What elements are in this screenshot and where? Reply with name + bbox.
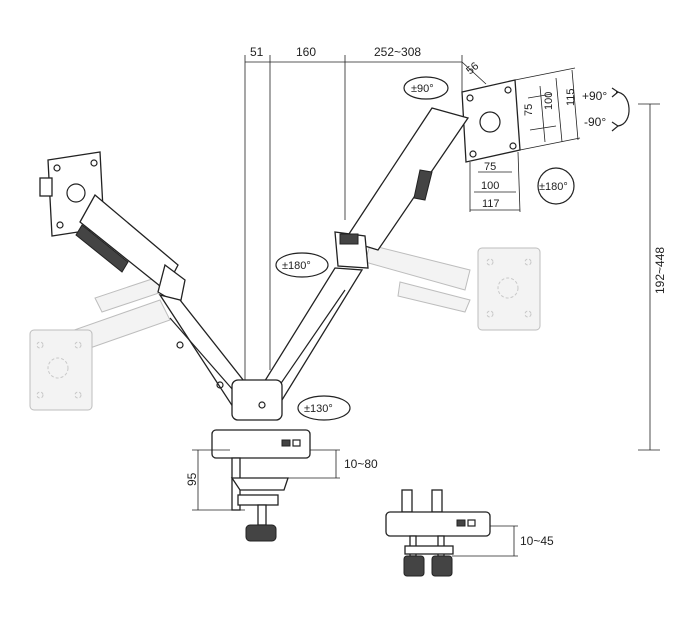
rotate-130-base-indicator — [297, 395, 351, 421]
dim-117-horizontal: 117 — [482, 198, 500, 210]
rotate-180-arm: ±180° — [282, 260, 311, 272]
rotate-180-arm-indicator — [275, 252, 329, 278]
vesa-dimension-lines — [469, 67, 581, 213]
tilt-minus-90: -90° — [584, 115, 606, 129]
dim-100-vertical: 100 — [543, 92, 555, 110]
top-dimension-lines — [244, 55, 487, 390]
base-dimension-lines — [192, 449, 340, 511]
rotate-180-right: ±180° — [539, 181, 568, 193]
dim-115-vertical: 115 — [565, 88, 577, 106]
height-dimension-line — [638, 103, 660, 451]
dim-75-horizontal: 75 — [484, 161, 496, 173]
dim-51: 51 — [250, 45, 264, 59]
dim-160: 160 — [296, 45, 316, 59]
grommet-dimension-lines — [452, 525, 518, 557]
ghost-right-arm — [364, 244, 541, 331]
dim-10-45: 10~45 — [520, 534, 554, 548]
ghost-left-arm — [29, 277, 171, 411]
dim-56: 56 — [464, 60, 481, 77]
left-upper-arm — [75, 193, 186, 307]
central-pivot — [231, 379, 283, 421]
dim-100-horizontal: 100 — [481, 180, 499, 192]
grommet-base — [385, 489, 491, 577]
rotate-180-right-indicator — [537, 167, 575, 205]
dim-10-80: 10~80 — [344, 457, 378, 471]
dim-75-vertical: 75 — [523, 104, 535, 116]
rotate-130-base: ±130° — [304, 403, 333, 415]
desk-clamp — [211, 429, 311, 542]
swivel-90-indicator — [403, 76, 449, 100]
right-upper-arm — [334, 107, 470, 269]
dim-192-448: 192~448 — [653, 247, 667, 294]
dim-252-308: 252~308 — [374, 45, 421, 59]
dim-95: 95 — [185, 472, 199, 486]
tilt-indicator — [611, 87, 630, 132]
tilt-plus-90: +90° — [582, 89, 607, 103]
right-vesa-plate — [461, 79, 521, 163]
swivel-90: ±90° — [411, 83, 434, 95]
